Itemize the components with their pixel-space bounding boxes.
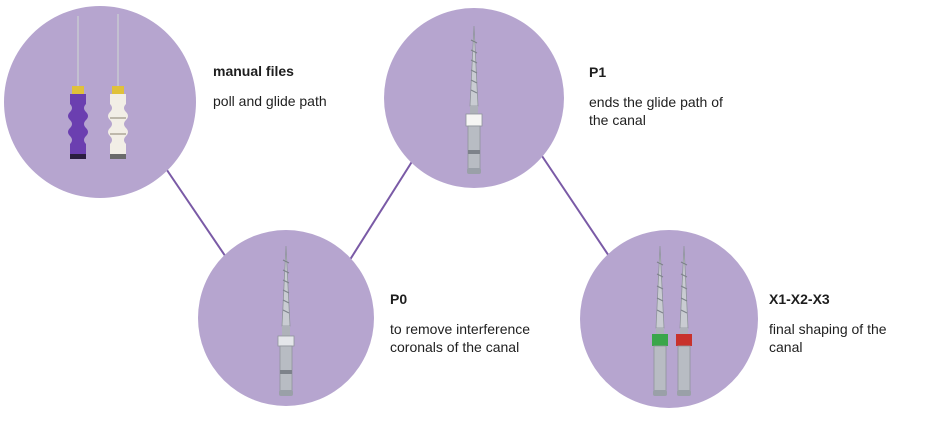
step-desc: final shaping of the canal xyxy=(769,320,919,356)
bubble-manual-files xyxy=(4,6,196,198)
label-p0: P0 to remove interference coronals of th… xyxy=(390,290,540,356)
label-x1-x2-x3: X1-X2-X3 final shaping of the canal xyxy=(769,290,919,356)
bubble-x1-x2-x3 xyxy=(580,230,758,408)
p1-file-icon xyxy=(384,8,564,188)
bubble-p0 xyxy=(198,230,374,406)
x-files-icon xyxy=(580,230,758,408)
manual-files-icon xyxy=(4,6,196,198)
step-title: P0 xyxy=(390,290,540,308)
p0-file-icon xyxy=(198,230,374,406)
step-title: X1-X2-X3 xyxy=(769,290,919,308)
label-p1: P1 ends the glide path of the canal xyxy=(589,63,729,129)
step-desc: ends the glide path of the canal xyxy=(589,93,729,129)
step-title: P1 xyxy=(589,63,729,81)
step-desc: to remove interference coronals of the c… xyxy=(390,320,540,356)
label-manual-files: manual files poll and glide path xyxy=(213,62,363,110)
step-title: manual files xyxy=(213,62,363,80)
step-desc: poll and glide path xyxy=(213,92,363,110)
bubble-p1 xyxy=(384,8,564,188)
